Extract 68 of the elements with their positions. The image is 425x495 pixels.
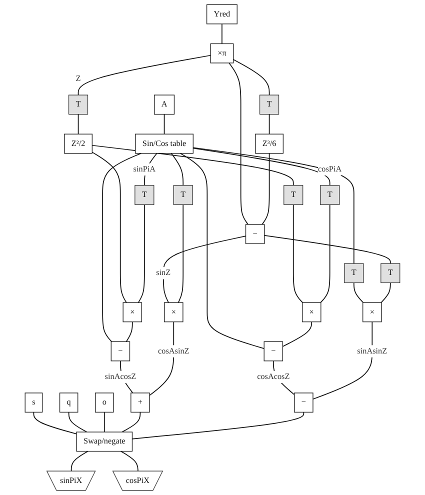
connector: [92, 144, 294, 186]
connector: [33, 412, 77, 434]
connector: [104, 412, 105, 432]
connector: [78, 54, 212, 96]
node-box: s: [24, 392, 43, 413]
edge-label: sinPiA: [133, 165, 156, 174]
connector: [92, 152, 127, 304]
node-box: T: [68, 94, 88, 115]
node-box: ×: [164, 302, 184, 322]
node-box: Sin/Cos table: [135, 134, 194, 154]
node-box: Z³/6: [255, 134, 284, 154]
connector: [264, 235, 391, 264]
connector: [228, 62, 248, 225]
connector: [178, 204, 184, 304]
connector: [180, 152, 265, 349]
node-box: T: [173, 185, 193, 205]
edge-label: sinZ: [156, 268, 171, 278]
connector: [292, 204, 304, 304]
edge-label: Z: [76, 74, 81, 84]
connector: [380, 282, 391, 304]
connector: [132, 412, 304, 440]
connector: [353, 282, 364, 304]
connector: [320, 204, 330, 304]
connector: [164, 114, 165, 135]
node-box: −: [264, 341, 284, 362]
connector: [138, 204, 145, 304]
connector: [78, 114, 79, 135]
node-box: ×: [122, 302, 142, 322]
connector: [122, 412, 141, 432]
connector: [102, 152, 142, 342]
node-box: A: [154, 94, 175, 115]
node-box: −: [110, 341, 130, 362]
node-box: −: [245, 224, 265, 244]
connector: [170, 152, 184, 186]
connector: [68, 412, 88, 432]
node-box: ×: [362, 302, 382, 322]
node-box: Yred: [206, 4, 238, 24]
node-box: −: [294, 392, 314, 413]
connector: [120, 450, 138, 472]
node-box: Swap/negate: [76, 432, 133, 452]
connector: [162, 236, 246, 304]
node-box: T: [134, 185, 154, 205]
connector: [262, 152, 270, 225]
edge-label: cosPiA: [318, 165, 342, 174]
connector: [126, 321, 133, 342]
connector: [282, 321, 312, 347]
edge-label: cosAsinZ: [158, 346, 190, 356]
edge-label: cosAcosZ: [257, 372, 290, 382]
node-box: o: [95, 392, 114, 413]
node-box: T: [380, 263, 400, 284]
edge-label: sinAsinZ: [357, 346, 388, 356]
node-box: T: [344, 263, 364, 284]
connector: [192, 147, 354, 264]
connector: [268, 114, 270, 135]
connector: [192, 148, 330, 186]
node-box: T: [320, 185, 340, 205]
connector: [70, 450, 88, 472]
node-box: Z²/2: [64, 134, 93, 154]
node-box: T: [284, 185, 304, 205]
node-box: q: [59, 392, 78, 413]
connector: [232, 59, 270, 96]
connector: [144, 152, 158, 186]
node-box: +: [130, 392, 150, 413]
node-box: ×π: [210, 43, 234, 64]
node-box: ×: [302, 302, 322, 322]
node-box: T: [260, 94, 280, 115]
edge-label: sinAcosZ: [104, 372, 136, 382]
connector: [312, 321, 373, 400]
